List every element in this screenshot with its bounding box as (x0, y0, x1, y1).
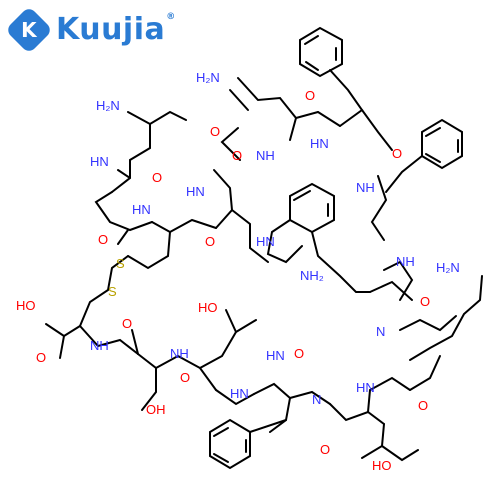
atom-o-thr2: O (320, 442, 330, 457)
atom-h2n-top: H₂N (196, 70, 220, 85)
atom-oh-thr1: HO (198, 300, 218, 315)
atom-nh2-lys1: NH₂ (300, 268, 324, 283)
kuujia-logo: K Kuujia® (4, 5, 176, 54)
atom-o-lys2: O (420, 294, 430, 309)
atom-o-acid: O (36, 350, 46, 365)
atom-nh-ser: NH (170, 346, 189, 361)
atom-nh-cysc: NH (90, 338, 109, 353)
atom-o-ser: O (122, 316, 132, 331)
atom-o-phe2: O (392, 146, 402, 161)
atom-s1: S (116, 256, 125, 271)
atom-h2n-lys2: H₂N (436, 260, 460, 275)
atom-o-lys1: O (232, 148, 242, 163)
atom-hn-ala: HN (90, 154, 109, 169)
atom-o-ala: O (152, 170, 162, 185)
atom-hn-lys1: HN (186, 184, 205, 199)
atom-o-lys2b: O (418, 398, 428, 413)
atom-h2n-ala: H₂N (96, 98, 120, 113)
logo-registered: ® (166, 12, 176, 22)
atom-hn-phe3: HN (230, 386, 249, 401)
atom-o-thr1: O (180, 370, 190, 385)
atom-o-top: O (210, 124, 220, 139)
atom-ho-acid: HO (16, 298, 36, 313)
atom-nh-phe2: NH (356, 180, 375, 195)
logo-text: Kuujia® (56, 12, 176, 47)
atom-o-phe1: O (305, 88, 315, 103)
bond-lines (45, 26, 483, 470)
atom-oh-ser: OH (146, 402, 166, 417)
atom-o-gly: O (98, 232, 108, 247)
atom-s2: S (108, 284, 117, 299)
atom-o-cys: O (205, 234, 215, 249)
atom-n-phe3: N (312, 392, 321, 407)
atom-o-thr2b: O (294, 346, 304, 361)
atom-hn-phe1: HN (310, 136, 329, 151)
brand-name: Kuujia (56, 12, 166, 47)
atom-nh-asn: NH (256, 148, 275, 163)
atom-n-lys2: N (376, 324, 385, 339)
atom-nh-trp: NH (396, 254, 415, 269)
atom-ho-thr2: HO (372, 458, 392, 473)
atom-hn-trp: HN (256, 234, 275, 249)
atom-hn-thr1: HN (266, 348, 285, 363)
atom-hn-thr2: HN (356, 380, 375, 395)
atom-labels: H₂N O NH HN O H₂N HN O O HN O HN O HN NH… (16, 70, 460, 473)
atom-hn-gly: HN (132, 202, 151, 217)
